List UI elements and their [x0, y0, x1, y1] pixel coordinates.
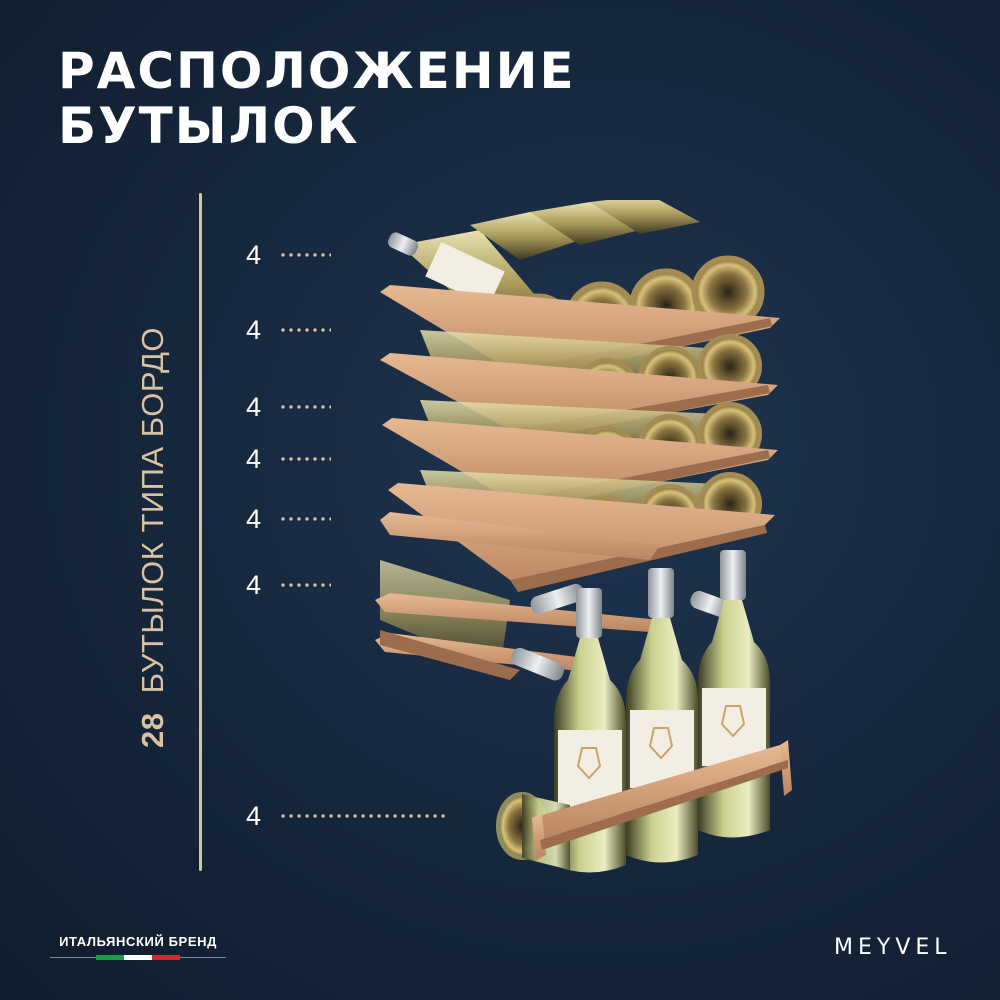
- shelf-count-1: 4: [246, 240, 332, 270]
- leader-dots: [279, 253, 332, 257]
- leader-dots: [279, 405, 332, 409]
- title-line-2: БУТЫЛОК: [58, 97, 360, 155]
- shelf-count-3: 4: [246, 392, 332, 422]
- title-line-1: РАСПОЛОЖЕНИЕ: [58, 42, 576, 100]
- leader-dots: [279, 814, 448, 818]
- italian-flag-icon: [96, 955, 180, 960]
- shelf-count-7: 4: [246, 801, 448, 831]
- capacity-number: 28: [135, 712, 170, 748]
- meyvel-logo: MEYVEL: [834, 935, 952, 960]
- shelf-count-5: 4: [246, 504, 332, 534]
- italian-brand-underline: [50, 955, 226, 960]
- leader-dots: [279, 583, 332, 587]
- italian-brand-label: ИТАЛЬЯНСКИЙ БРЕНД: [59, 934, 217, 949]
- shelf-count-6: 4: [246, 570, 332, 600]
- capacity-caption: 28 БУТЫЛОК ТИПА БОРДО: [135, 327, 171, 748]
- shelf-count-2: 4: [246, 315, 332, 345]
- bottom-upright-bottles: [496, 550, 792, 873]
- leader-dots: [279, 328, 332, 332]
- capacity-label: БУТЫЛОК ТИПА БОРДО: [135, 326, 170, 694]
- leader-dots: [279, 517, 332, 521]
- wine-rack-illustration: [375, 200, 792, 873]
- shelf-count-4: 4: [246, 444, 332, 474]
- leader-dots: [279, 457, 332, 461]
- capacity-divider-line: [199, 193, 202, 871]
- italian-brand-badge: ИТАЛЬЯНСКИЙ БРЕНД: [50, 934, 226, 960]
- page-title: РАСПОЛОЖЕНИЕ БУТЫЛОК: [58, 44, 576, 154]
